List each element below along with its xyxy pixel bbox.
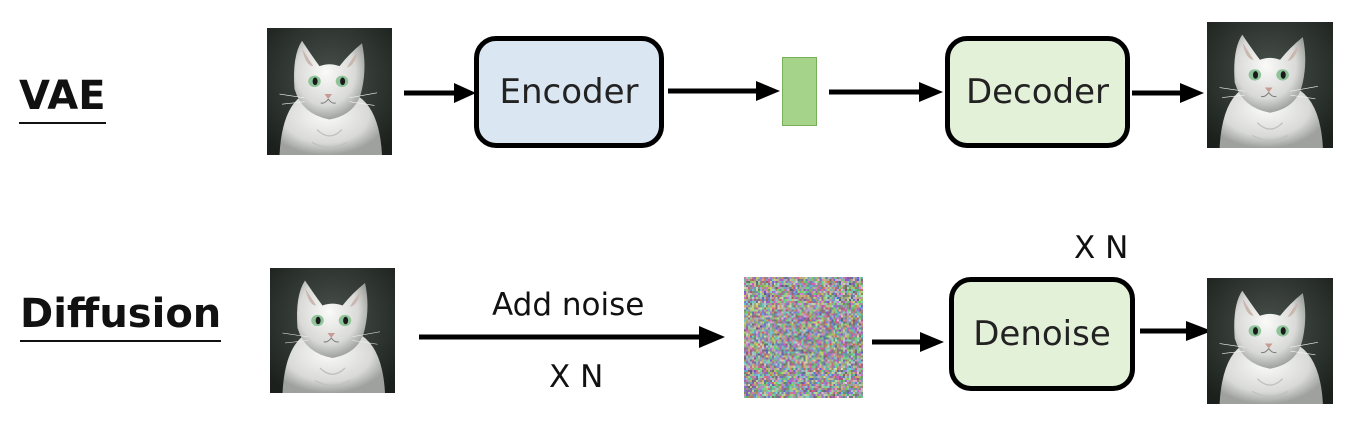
diffusion-row-label: Diffusion: [20, 294, 222, 342]
noise-image: [744, 277, 863, 398]
denoise-box: Denoise: [949, 277, 1135, 391]
decoder-box: Decoder: [945, 36, 1130, 148]
arrow-to-denoise: [872, 332, 944, 352]
latent-vector: [782, 57, 817, 126]
denoise-repeat-label: X N: [1074, 230, 1129, 266]
vae-arrow-to-encoder: [404, 83, 476, 103]
add-noise-arrow: [419, 326, 725, 348]
diffusion-output-cat-image: [1207, 278, 1333, 404]
add-noise-label: Add noise: [492, 287, 645, 323]
vae-arrow-to-decoder: [829, 82, 943, 102]
arrow-to-diffusion-output: [1140, 321, 1212, 341]
encoder-box: Encoder: [474, 36, 664, 148]
noise-repeat-label: X N: [549, 359, 604, 395]
vae-row-label: VAE: [19, 76, 106, 124]
vae-arrow-to-latent: [668, 81, 780, 101]
vae-output-cat-image: [1207, 22, 1333, 148]
diffusion-input-cat-image: [270, 268, 395, 393]
vae-input-cat-image: [267, 28, 392, 155]
vae-arrow-to-output: [1132, 83, 1204, 103]
